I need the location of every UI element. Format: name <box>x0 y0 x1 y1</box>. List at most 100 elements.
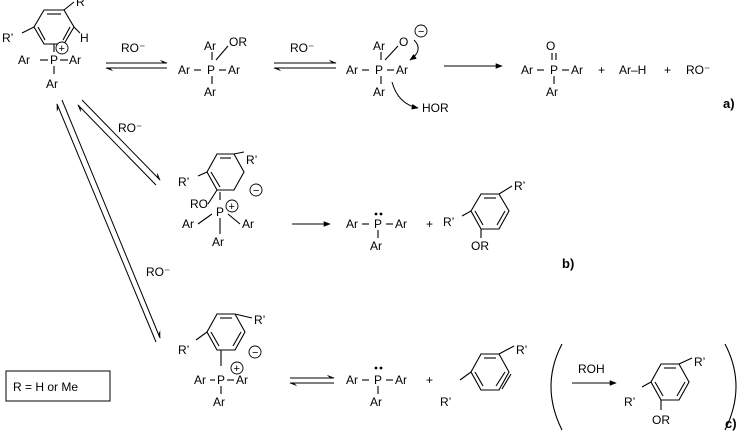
ar-label: Ar <box>69 53 81 67</box>
curved-arrow <box>391 81 419 110</box>
arrow-label: RO⁻ <box>146 265 170 279</box>
arene-ring <box>650 363 690 401</box>
svg-text:P: P <box>550 63 558 77</box>
trapping-reaction-bracket: ROH R’ R’ OR <box>550 343 737 431</box>
pathway-label-c: c) <box>725 416 737 431</box>
positive-charge <box>225 199 239 213</box>
svg-text:Ar: Ar <box>521 63 533 77</box>
svg-text:OR: OR <box>471 239 489 253</box>
aryl-ring <box>33 9 75 45</box>
svg-text:Ar: Ar <box>346 373 358 387</box>
ar-label: Ar <box>46 77 58 91</box>
positive-charge <box>55 41 69 55</box>
svg-text:R’: R’ <box>516 343 527 357</box>
plus-sign: + <box>426 217 433 231</box>
svg-text:Ar: Ar <box>178 63 190 77</box>
aryne-ring <box>470 353 510 391</box>
svg-text:Ar: Ar <box>236 373 248 387</box>
p-label: P <box>50 53 58 67</box>
svg-text:+: + <box>234 363 240 375</box>
svg-text:R’: R’ <box>440 395 451 409</box>
svg-text:RO: RO <box>190 197 208 211</box>
svg-text:P: P <box>207 63 215 77</box>
svg-text:Ar: Ar <box>182 217 194 231</box>
svg-text:OR: OR <box>652 413 670 427</box>
svg-text:Ar: Ar <box>228 63 240 77</box>
negative-charge <box>248 345 262 359</box>
aryne-product: R’ R’ <box>440 343 527 409</box>
svg-text:P: P <box>375 63 383 77</box>
svg-text:P: P <box>217 373 225 387</box>
open-bracket <box>550 343 563 431</box>
svg-text:Ar: Ar <box>571 63 583 77</box>
r-prime-label: R’ <box>76 0 87 9</box>
negative-charge <box>249 183 263 197</box>
arene-product: Ar–H <box>619 63 646 77</box>
svg-text:R’: R’ <box>178 175 189 189</box>
svg-text:R’: R’ <box>514 179 525 193</box>
svg-text:Ar: Ar <box>346 63 358 77</box>
svg-text:Ar: Ar <box>204 39 216 53</box>
arrow-label: RO⁻ <box>121 41 145 55</box>
svg-text:Ar: Ar <box>212 235 224 249</box>
svg-text:P: P <box>374 373 382 387</box>
h-label: H <box>80 31 89 45</box>
svg-text:Ar: Ar <box>242 217 254 231</box>
aryl-ring <box>206 313 246 351</box>
svg-text:Ar: Ar <box>396 63 408 77</box>
aryl-anion-intermediate: R’ R’ − + P Ar Ar Ar <box>178 313 265 409</box>
svg-text:R’: R’ <box>178 343 189 357</box>
svg-text:Ar: Ar <box>395 217 407 231</box>
svg-text:R’: R’ <box>443 215 454 229</box>
triarylphosphine-product: Ar P Ar Ar <box>346 212 407 253</box>
plus-sign: + <box>598 63 605 77</box>
arene-ring <box>470 193 510 230</box>
positive-charge <box>230 361 244 375</box>
svg-text:+: + <box>59 43 65 55</box>
equilibrium-arrow-a1: RO⁻ <box>105 41 168 72</box>
phosphonium-start: R’ R’ H P + Ar Ar Ar <box>2 0 89 91</box>
equilibrium-arrow-a2: RO⁻ <box>273 41 337 72</box>
arrow-label: RO⁻ <box>118 121 142 135</box>
svg-text:P: P <box>216 205 224 219</box>
svg-text:R’: R’ <box>624 395 635 409</box>
svg-text:P: P <box>374 217 382 231</box>
legend-box <box>5 370 111 402</box>
svg-text:R’: R’ <box>254 313 265 327</box>
aryl-ether-product: R’ R’ OR <box>443 179 525 253</box>
oxyanion-intermediate: Ar O − Ar P Ar Ar HOR <box>346 24 449 115</box>
close-bracket <box>724 343 737 431</box>
svg-text:Ar: Ar <box>395 373 407 387</box>
svg-text:Ar: Ar <box>370 395 382 409</box>
svg-text:Ar: Ar <box>373 85 385 99</box>
plus-sign: + <box>426 373 433 387</box>
svg-text:Ar: Ar <box>204 85 216 99</box>
svg-text:−: − <box>252 347 258 359</box>
pathway-label-b: b) <box>562 256 574 271</box>
phosphorane-intermediate: Ar OR Ar P Ar Ar <box>178 35 247 99</box>
svg-text:R’: R’ <box>246 153 257 167</box>
ar-label: Ar <box>18 53 30 67</box>
meisenheimer-intermediate: R’ R’ − RO P + Ar Ar Ar <box>178 151 263 249</box>
svg-text:Ar: Ar <box>546 85 558 99</box>
arrow-label: ROH <box>578 362 605 376</box>
svg-text:+: + <box>229 201 235 213</box>
svg-text:Ar: Ar <box>346 217 358 231</box>
svg-text:Ar: Ar <box>213 395 225 409</box>
negative-charge <box>414 24 428 38</box>
triarylphosphine-product: Ar P Ar Ar <box>346 366 407 409</box>
svg-text:Ar: Ar <box>194 373 206 387</box>
svg-text:O: O <box>546 39 555 53</box>
svg-text:HOR: HOR <box>422 101 449 115</box>
svg-text:R’: R’ <box>694 355 705 369</box>
equilibrium-arrow-c2 <box>289 374 335 387</box>
arrow-label: RO⁻ <box>290 41 314 55</box>
svg-text:O: O <box>399 35 408 49</box>
svg-text:OR: OR <box>229 35 247 49</box>
svg-text:−: − <box>253 185 259 197</box>
equilibrium-arrow-b: RO⁻ <box>77 99 161 186</box>
curved-arrow <box>409 39 419 61</box>
equilibrium-arrow-c: RO⁻ <box>56 99 170 343</box>
svg-text:Ar: Ar <box>370 239 382 253</box>
